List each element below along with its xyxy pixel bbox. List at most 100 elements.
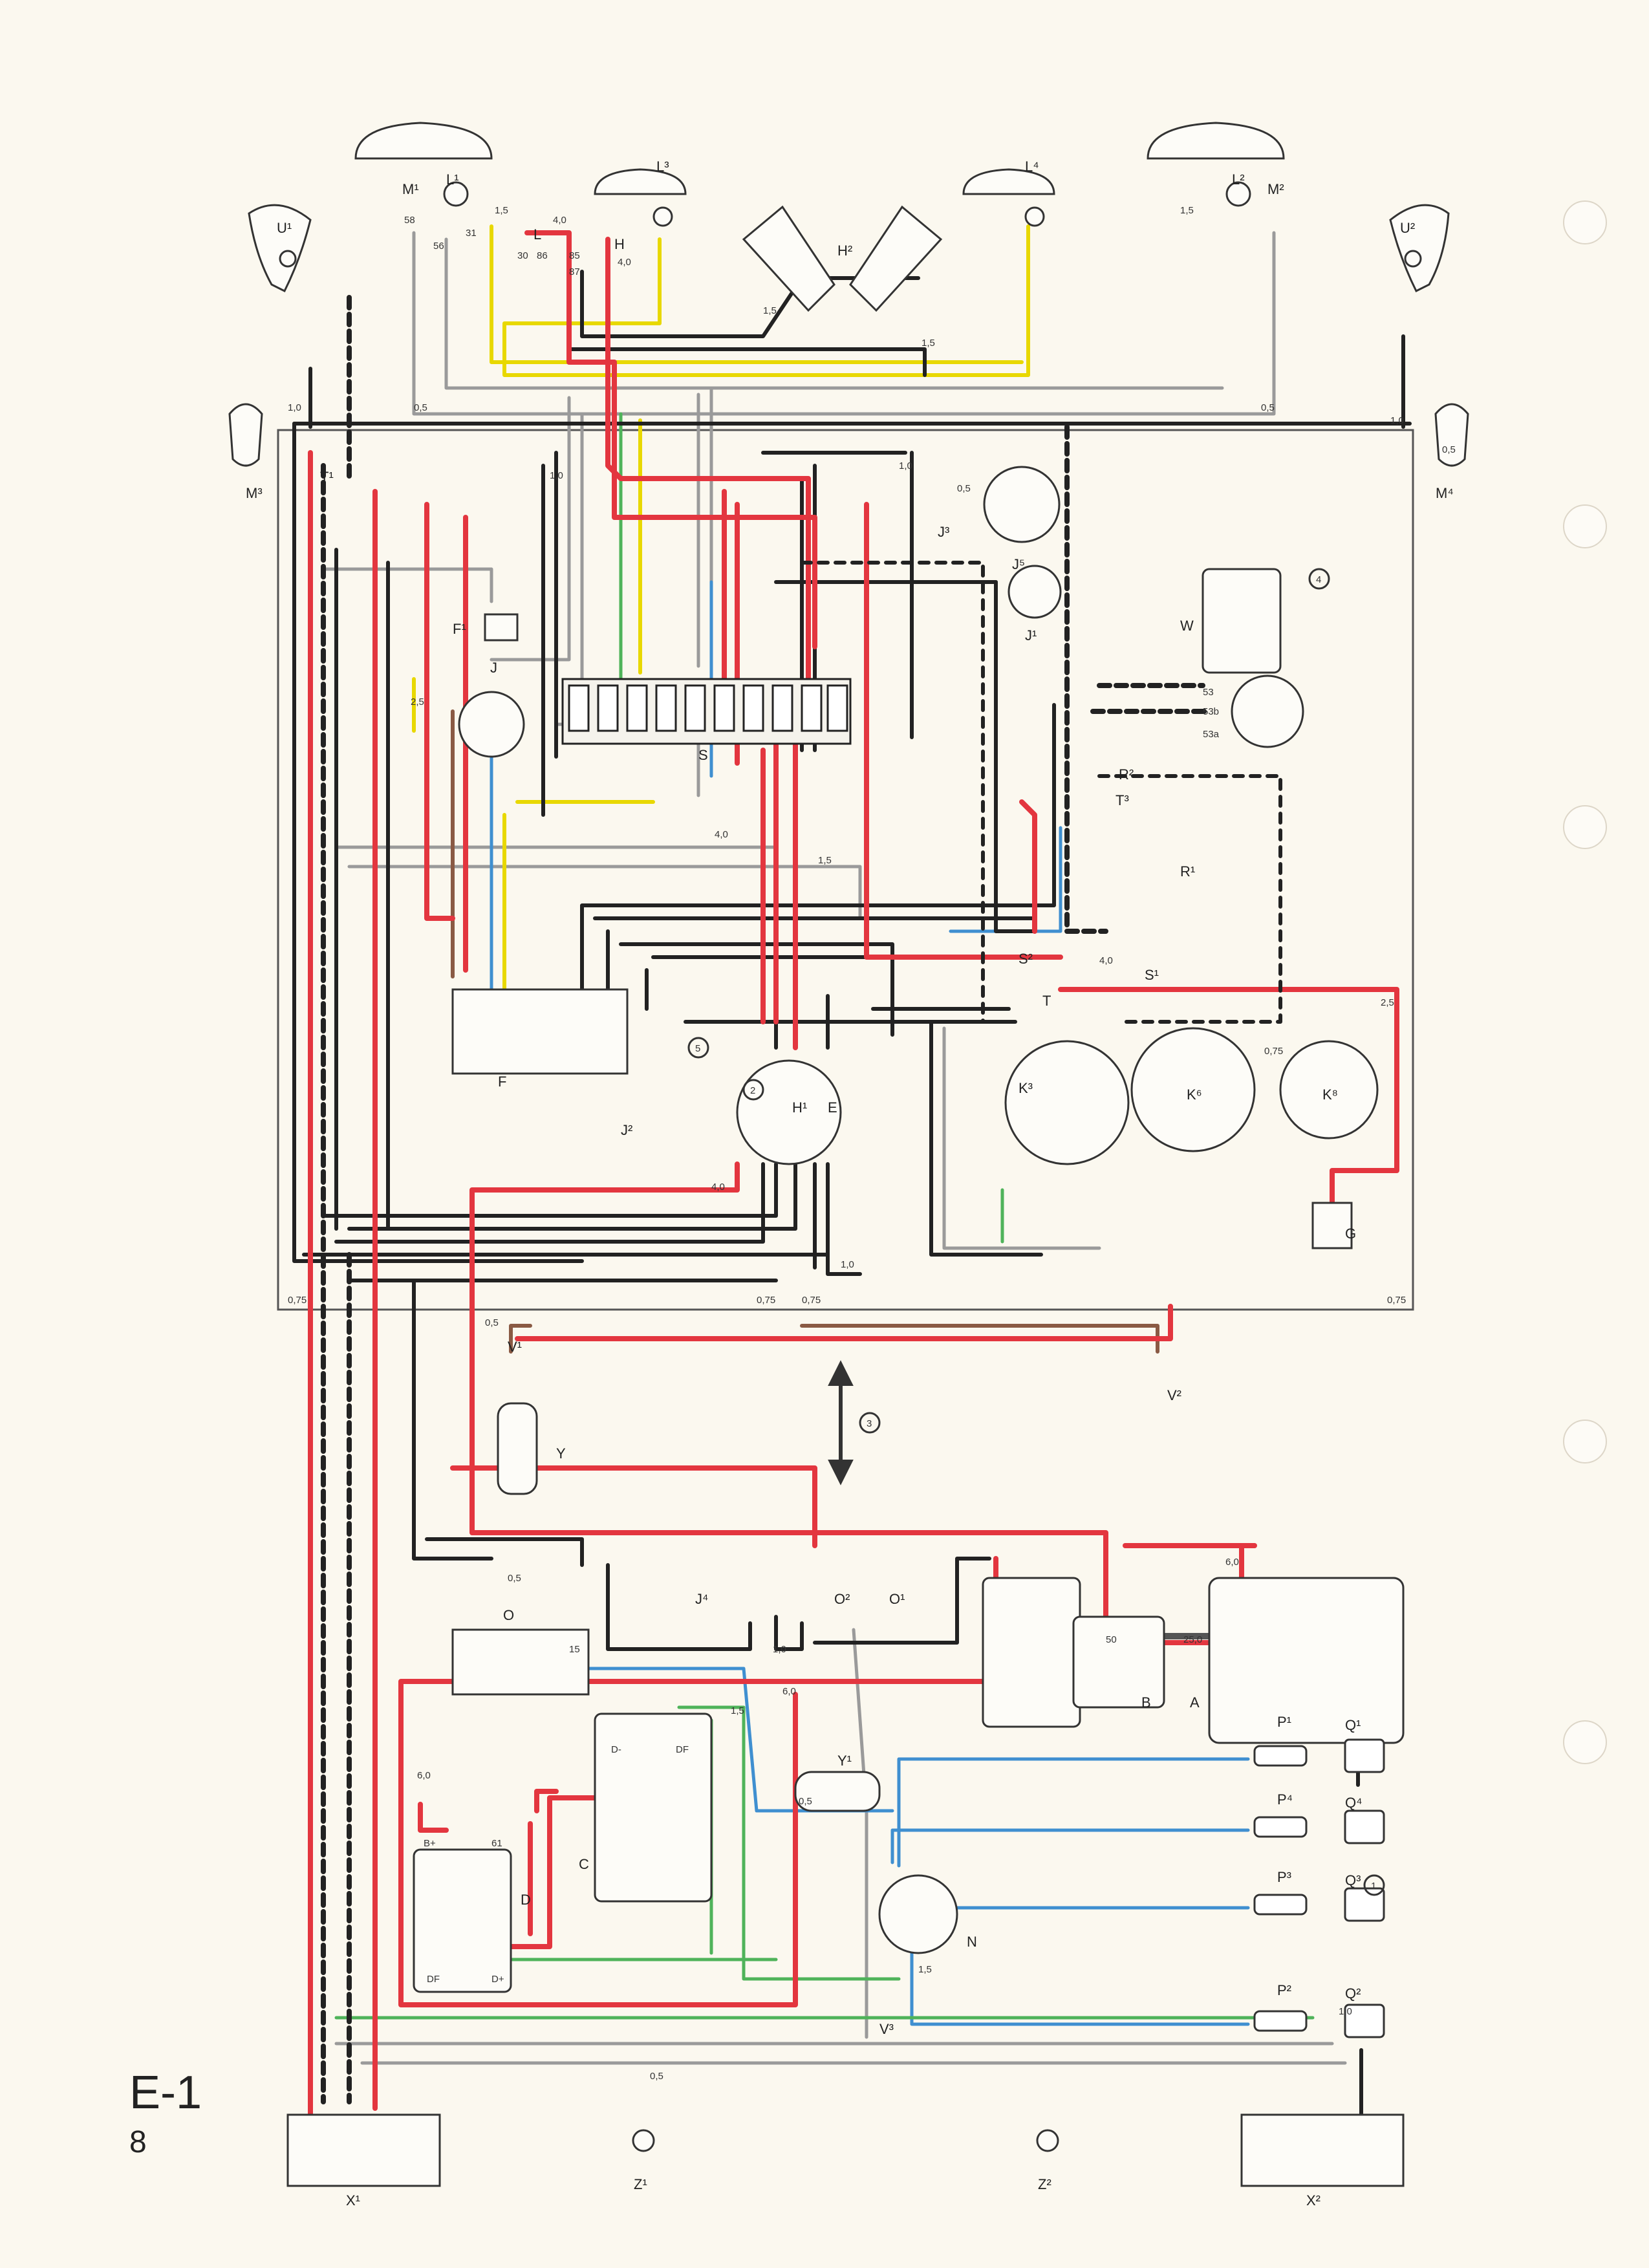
label-S2: S² [1018,951,1033,967]
gauge-label: 0,5 [799,1796,812,1807]
label-T1: T¹ [320,469,334,485]
label-P4: P⁴ [1277,1791,1293,1808]
label-J: J [490,660,497,676]
label-J2: J² [621,1122,632,1138]
gauge-label: 1,0 [773,1644,786,1655]
gauge-label: 0,5 [1442,444,1456,455]
gauge-label: 0,5 [1261,402,1275,413]
label-P2: P² [1277,1982,1291,1998]
label-R2: R² [1119,766,1134,783]
label-U2: U² [1400,220,1415,236]
terminal-label: 53a [1203,729,1220,740]
label-H1: H¹ [792,1099,807,1116]
terminal-label: D- [611,1744,621,1755]
terminal-label: 58 [404,215,415,226]
ground-arrow [828,1360,854,1485]
label-L2: L² [1232,171,1245,188]
gauge-label: 1,5 [1180,205,1194,216]
wires [292,224,1412,2123]
label-A: A [1190,1694,1200,1711]
label-G: G [1345,1226,1356,1242]
gauge-label: 6,0 [782,1686,796,1697]
gauge-label: 0,75 [1387,1295,1406,1306]
punch-hole [1563,200,1607,244]
terminal-label: 30 [517,250,528,261]
label-F1: F¹ [453,621,466,637]
label-O1: O¹ [889,1591,905,1607]
label-X2: X² [1306,2192,1320,2209]
label-D: D [521,1892,531,1908]
label-N: N [967,1934,977,1950]
label-B: B [1141,1694,1151,1711]
terminal-label: D+ [491,1974,504,1985]
lamps [228,122,1469,2187]
label-W: W [1180,618,1194,634]
label-T: T [1042,993,1051,1009]
gauge-label: 0,75 [288,1295,307,1306]
terminal-label: 87 [569,266,580,277]
marker-label: 2 [750,1085,755,1096]
gauge-label: 1,5 [495,205,508,216]
label-X1: X¹ [346,2192,360,2209]
terminal-label: 31 [466,228,477,239]
label-K8: K⁸ [1322,1086,1338,1103]
label-K3: K³ [1018,1080,1033,1096]
label-Y: Y [556,1445,566,1462]
gauge-label: 1,0 [1339,2006,1352,2017]
label-J5: J⁵ [1012,556,1025,572]
gauge-label: 0,5 [957,483,971,494]
terminal-label: 53 [1203,687,1214,698]
label-M4: M⁴ [1436,485,1454,501]
gauge-label: 4,0 [1099,955,1113,966]
gauge-label: 6,0 [417,1770,431,1781]
gauge-label: 2,5 [411,697,424,707]
terminal-label: 15 [569,1644,580,1655]
terminal-label: 56 [433,241,444,252]
wire-gauge-labels: 1,5 1,5 4,0 4,0 1,5 1,5 0,5 0,5 1,0 0,5 … [288,205,1456,2082]
label-E: E [828,1099,837,1116]
label-Q1: Q¹ [1345,1717,1361,1733]
label-J4: J⁴ [695,1591,708,1607]
label-M3: M³ [246,485,263,501]
gauge-label: 0,5 [485,1317,499,1328]
gauge-label: 1,0 [899,460,912,471]
label-L1: L¹ [446,171,459,188]
label-O2: O² [834,1591,850,1607]
terminal-label: 50 [1106,1634,1117,1645]
label-M1: M¹ [402,181,419,197]
gauge-label: 1,5 [921,338,935,349]
gauge-label: 1,0 [288,402,301,413]
label-V2: V² [1167,1387,1181,1403]
page-number: 8 [129,2125,147,2159]
label-R1: R¹ [1180,863,1195,880]
gauge-label: 1,5 [763,305,777,316]
label-S: S [698,747,708,763]
gauge-label: 6,0 [1225,1557,1239,1568]
label-P1: P¹ [1277,1714,1291,1730]
label-O: O [503,1607,514,1623]
label-S1: S¹ [1145,967,1159,983]
punch-hole [1563,1720,1607,1764]
gauge-label: 1,0 [841,1259,854,1270]
terminal-label: B+ [424,1838,436,1849]
gauge-label: 4,0 [715,829,728,840]
marker-label: 1 [1371,1881,1376,1892]
gauge-label: 2,5 [1381,997,1394,1008]
label-C: C [579,1856,589,1872]
label-L: L [534,226,541,243]
spark-plugs [1253,1738,1385,2038]
gauge-label: 0,5 [414,402,427,413]
label-T3: T³ [1116,792,1129,808]
punch-hole [1563,504,1607,548]
label-Z1: Z¹ [634,2176,647,2192]
fuse-box [561,678,852,745]
label-L3: L³ [656,158,669,175]
gauge-label: 0,75 [1264,1046,1283,1057]
label-J3: J³ [938,524,949,540]
label-Z2: Z² [1038,2176,1051,2192]
label-P3: P³ [1277,1869,1291,1885]
gauge-label: 4,0 [553,215,566,226]
punch-hole [1563,1420,1607,1463]
frames [277,429,1414,1311]
